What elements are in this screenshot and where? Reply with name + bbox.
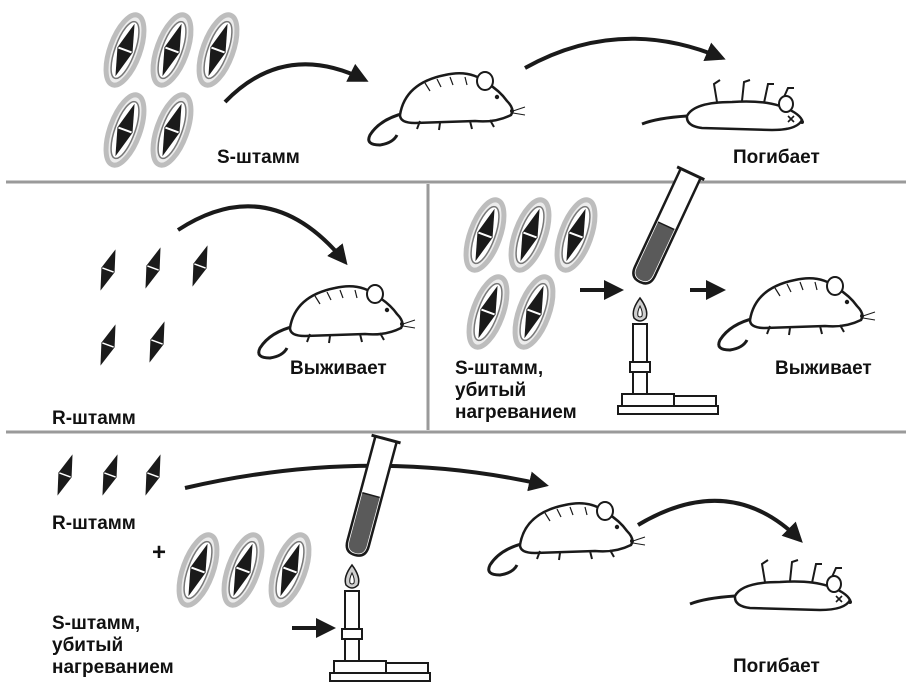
bacterium-icon (143, 319, 171, 365)
dead-mouse-icon (642, 80, 804, 130)
bacterium-icon (94, 247, 122, 293)
encapsulated-bacterium-icon (171, 530, 225, 610)
bacterium-icon (96, 452, 124, 498)
experiment-1-s-strain-colony (98, 10, 245, 170)
bacterium-icon (186, 243, 214, 289)
live-mouse-icon (369, 72, 525, 145)
arrow-icon (638, 501, 800, 540)
experiment-2-strain-label: R-штамм (52, 408, 136, 430)
bacterium-icon (139, 245, 167, 291)
experiment-4-s-strain-label: S-штамм, убитый нагреванием (52, 613, 174, 679)
encapsulated-bacterium-icon (549, 195, 603, 275)
bacterium-icon (139, 452, 167, 498)
live-mouse-icon (719, 277, 875, 350)
encapsulated-bacterium-icon (507, 272, 561, 352)
arrow-icon (225, 64, 365, 102)
encapsulated-bacterium-icon (145, 10, 199, 90)
arrow-icon (525, 39, 722, 68)
live-mouse-icon (259, 285, 415, 358)
experiment-2-outcome-label: Выживает (290, 358, 387, 380)
experiment-3-strain-label: S-штамм, убитый нагреванием (455, 358, 577, 424)
encapsulated-bacterium-icon (461, 272, 515, 352)
experiment-4-s-strain-line-1: S-штамм, (52, 613, 174, 635)
bacterium-icon (94, 322, 122, 368)
experiment-3-heat-killed-s-strain (458, 195, 603, 352)
experiment-3-strain-line-1: S-штамм, (455, 358, 577, 380)
experiment-3-outcome-label: Выживает (775, 358, 872, 380)
experiment-4-heat-killed-s-strain (171, 530, 317, 610)
experiment-1-strain-label: S-штамм (217, 147, 300, 169)
experiment-3-strain-line-2: убитый (455, 380, 577, 402)
experiment-4-s-strain-line-2: убитый (52, 635, 174, 657)
experiment-4-s-strain-line-3: нагреванием (52, 657, 174, 679)
test-tube-icon (626, 167, 704, 288)
experiment-1-outcome-label: Погибает (733, 147, 820, 169)
encapsulated-bacterium-icon (98, 10, 152, 90)
experiment-2-r-strain-colony (94, 243, 214, 368)
dead-mouse-icon (690, 560, 852, 610)
encapsulated-bacterium-icon (145, 90, 199, 170)
experiment-4-r-strain (51, 452, 167, 498)
experiment-3-strain-line-3: нагреванием (455, 402, 577, 424)
live-mouse-icon (489, 502, 645, 575)
bacterium-icon (51, 452, 79, 498)
encapsulated-bacterium-icon (98, 90, 152, 170)
bunsen-burner-icon (618, 298, 718, 414)
encapsulated-bacterium-icon (263, 530, 317, 610)
encapsulated-bacterium-icon (458, 195, 512, 275)
test-tube-icon (341, 435, 401, 559)
plus-sign: + (152, 542, 166, 564)
encapsulated-bacterium-icon (191, 10, 245, 90)
encapsulated-bacterium-icon (503, 195, 557, 275)
bunsen-burner-icon (330, 565, 430, 681)
experiment-4-r-strain-label: R-штамм (52, 513, 136, 535)
experiment-4-outcome-label: Погибает (733, 656, 820, 678)
encapsulated-bacterium-icon (216, 530, 270, 610)
